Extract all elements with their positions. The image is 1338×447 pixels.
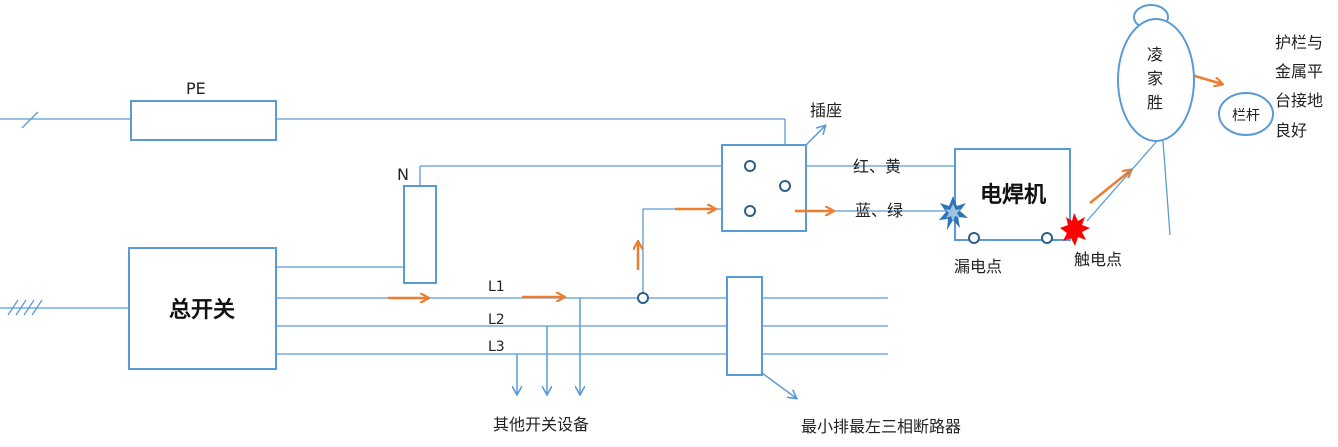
note-line-1: 护栏与 (1275, 33, 1323, 52)
welder-terminal-left (968, 232, 980, 244)
wire-break-mark (21, 111, 39, 129)
l1-label: L1 (488, 279, 505, 295)
person-name-char-1: 凌 (1147, 45, 1163, 64)
socket-pointer-arrow (805, 126, 825, 146)
contact-point-label: 触电点 (1074, 250, 1122, 269)
leak-point-label: 漏电点 (954, 257, 1002, 276)
note-line-4: 良好 (1275, 121, 1307, 140)
person-leg (1162, 140, 1171, 236)
breaker-box (726, 276, 763, 376)
breaker-label: 最小排最左三相断路器 (801, 417, 961, 436)
branch-arrows (517, 298, 580, 394)
breaker-pointer-arrow (761, 372, 796, 398)
railing-label: 栏杆 (1232, 108, 1260, 124)
person-figure (1086, 4, 1195, 236)
person-body (1117, 18, 1195, 142)
note-line-3: 台接地 (1275, 91, 1323, 110)
socket-terminal-l (744, 205, 756, 217)
person-name-char-3: 胜 (1147, 93, 1163, 112)
socket-label: 插座 (810, 101, 842, 120)
l3-label: L3 (488, 339, 505, 355)
railing-circle (1218, 92, 1274, 136)
n-line (276, 165, 955, 284)
note-line-2: 金属平 (1275, 62, 1323, 81)
socket-terminal-n (744, 160, 756, 172)
socket (721, 144, 807, 232)
socket-box (721, 144, 807, 232)
l1-junction (637, 292, 649, 304)
main-switch-label: 总开关 (169, 297, 235, 323)
main-switch-input-line (0, 299, 129, 316)
welder-label: 电焊机 (980, 183, 1046, 208)
l2-label: L2 (488, 312, 505, 328)
leak-spark-icon (939, 196, 968, 230)
phase-lines (276, 297, 888, 355)
pe-line (0, 100, 786, 186)
welder-terminal-right (1041, 232, 1053, 244)
contact-spark-icon (1060, 213, 1090, 246)
person-name-char-2: 家 (1147, 69, 1163, 88)
other-switch-equipment-label: 其他开关设备 (493, 415, 589, 434)
n-label: N (397, 165, 409, 184)
pe-label: PE (186, 79, 206, 98)
red-yellow-label: 红、黄 (853, 157, 901, 176)
blue-green-label: 蓝、绿 (855, 201, 903, 220)
socket-terminal-pe (779, 180, 791, 192)
main-switch-box (128, 247, 277, 370)
person-arm (1086, 140, 1158, 222)
pe-box (130, 100, 277, 141)
n-terminal-box (403, 185, 437, 284)
welder-box (954, 148, 1071, 241)
